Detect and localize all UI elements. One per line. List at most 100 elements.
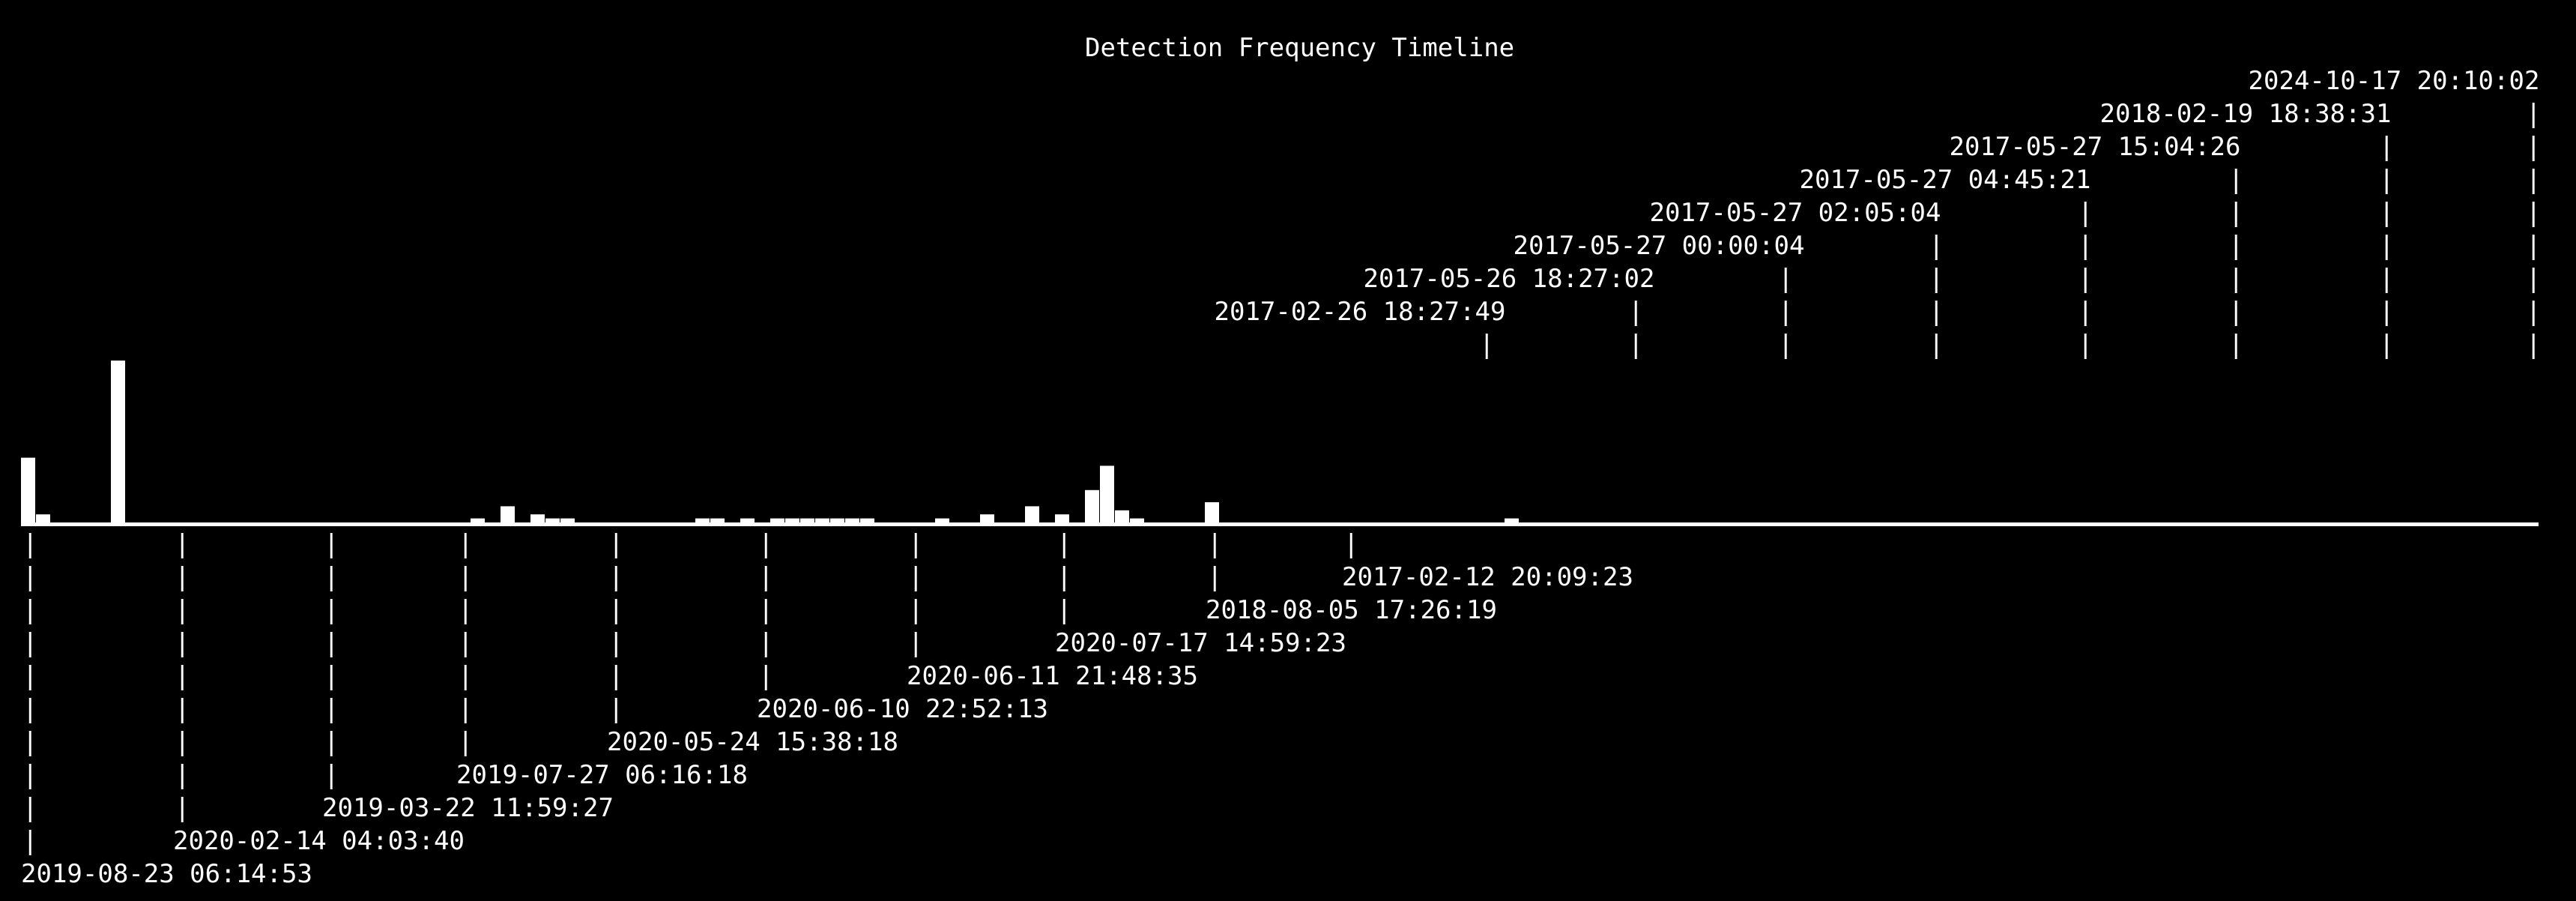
marker-tick: | xyxy=(324,562,339,592)
marker-tick: | xyxy=(1056,562,1072,592)
marker-tick: | xyxy=(2078,198,2093,228)
top-timestamp-label: 2017-05-27 15:04:26 xyxy=(1949,132,2241,162)
marker-tick: | xyxy=(175,760,190,790)
marker-tick: | xyxy=(2078,330,2093,360)
marker-tick: | xyxy=(175,628,190,658)
marker-tick: | xyxy=(1479,330,1495,360)
marker-tick: | xyxy=(608,694,624,724)
marker-tick: | xyxy=(1207,529,1223,559)
marker-tick: | xyxy=(324,628,339,658)
marker-tick: | xyxy=(908,562,924,592)
marker-tick: | xyxy=(458,694,474,724)
histogram-bar xyxy=(36,514,50,522)
bottom-timestamp-label: 2020-06-11 21:48:35 xyxy=(907,661,1198,691)
marker-tick: | xyxy=(1929,297,1944,327)
marker-tick: | xyxy=(1778,264,1794,294)
bottom-timestamp-label: 2019-08-23 06:14:53 xyxy=(21,859,312,889)
marker-tick: | xyxy=(2379,264,2395,294)
marker-tick: | xyxy=(22,694,38,724)
x-axis-line xyxy=(21,522,2539,526)
marker-tick: | xyxy=(1628,297,1644,327)
histogram xyxy=(21,361,2539,526)
histogram-bar xyxy=(815,518,829,522)
histogram-bar xyxy=(770,518,784,522)
marker-tick: | xyxy=(2228,198,2244,228)
histogram-bar xyxy=(1025,506,1039,522)
top-timestamp-label: 2018-02-19 18:38:31 xyxy=(2099,99,2392,129)
marker-tick: | xyxy=(2526,330,2542,360)
histogram-bar xyxy=(845,518,859,522)
histogram-bar xyxy=(1085,489,1099,522)
histogram-bar xyxy=(860,518,874,522)
histogram-bar xyxy=(1205,502,1219,522)
histogram-bar xyxy=(800,518,814,522)
marker-tick: | xyxy=(2526,165,2542,195)
marker-tick: | xyxy=(175,661,190,691)
marker-tick: | xyxy=(1207,562,1223,592)
marker-tick: | xyxy=(2526,198,2542,228)
top-timestamp-label: 2017-05-27 00:00:04 xyxy=(1513,231,1805,261)
marker-tick: | xyxy=(908,628,924,658)
bottom-timestamp-label: 2020-05-24 15:38:18 xyxy=(607,727,898,757)
marker-tick: | xyxy=(758,595,774,625)
marker-tick: | xyxy=(175,595,190,625)
bottom-timestamp-label: 2019-03-22 11:59:27 xyxy=(322,793,614,823)
marker-tick: | xyxy=(608,628,624,658)
histogram-bar xyxy=(785,518,799,522)
marker-tick: | xyxy=(758,529,774,559)
bottom-timestamp-label: 2020-07-17 14:59:23 xyxy=(1055,628,1346,658)
marker-tick: | xyxy=(2379,231,2395,261)
histogram-bar xyxy=(1505,518,1519,522)
bottom-timestamp-label: 2017-02-12 20:09:23 xyxy=(1342,562,1633,592)
marker-tick: | xyxy=(2228,264,2244,294)
marker-tick: | xyxy=(1056,595,1072,625)
histogram-bar xyxy=(1130,518,1144,522)
marker-tick: | xyxy=(324,760,339,790)
top-timestamp-label: 2017-02-26 18:27:49 xyxy=(1214,297,1506,327)
marker-tick: | xyxy=(458,595,474,625)
marker-tick: | xyxy=(458,727,474,757)
histogram-bar xyxy=(560,518,575,522)
bottom-timestamp-label: 2018-08-05 17:26:19 xyxy=(1206,595,1497,625)
marker-tick: | xyxy=(758,628,774,658)
top-timestamp-label: 2017-05-26 18:27:02 xyxy=(1363,264,1655,294)
histogram-bar xyxy=(21,457,35,522)
marker-tick: | xyxy=(2078,231,2093,261)
marker-tick: | xyxy=(22,529,38,559)
marker-tick: | xyxy=(22,562,38,592)
marker-tick: | xyxy=(22,661,38,691)
marker-tick: | xyxy=(2526,297,2542,327)
marker-tick: | xyxy=(1929,231,1944,261)
histogram-bar xyxy=(545,518,560,522)
histogram-bar xyxy=(501,506,515,522)
bottom-timestamp-label: 2020-02-14 04:03:40 xyxy=(173,826,465,856)
marker-tick: | xyxy=(324,727,339,757)
histogram-bar xyxy=(530,514,545,522)
marker-tick: | xyxy=(908,529,924,559)
marker-tick: | xyxy=(758,661,774,691)
marker-tick: | xyxy=(2379,132,2395,162)
marker-tick: | xyxy=(175,694,190,724)
bottom-timestamp-label: 2020-06-10 22:52:13 xyxy=(757,694,1048,724)
marker-tick: | xyxy=(2526,99,2542,129)
marker-tick: | xyxy=(608,529,624,559)
marker-tick: | xyxy=(2228,231,2244,261)
marker-tick: | xyxy=(175,793,190,823)
histogram-bar xyxy=(830,518,844,522)
marker-tick: | xyxy=(1929,330,1944,360)
marker-tick: | xyxy=(1929,264,1944,294)
top-timestamp-label: 2017-05-27 02:05:04 xyxy=(1649,198,1941,228)
marker-tick: | xyxy=(608,562,624,592)
marker-tick: | xyxy=(22,760,38,790)
marker-tick: | xyxy=(22,595,38,625)
marker-tick: | xyxy=(608,595,624,625)
marker-tick: | xyxy=(458,562,474,592)
marker-tick: | xyxy=(1343,529,1359,559)
histogram-bar xyxy=(1100,465,1114,522)
marker-tick: | xyxy=(1056,529,1072,559)
marker-tick: | xyxy=(2526,132,2542,162)
marker-tick: | xyxy=(324,595,339,625)
marker-tick: | xyxy=(458,529,474,559)
marker-tick: | xyxy=(608,661,624,691)
histogram-bar xyxy=(710,518,725,522)
